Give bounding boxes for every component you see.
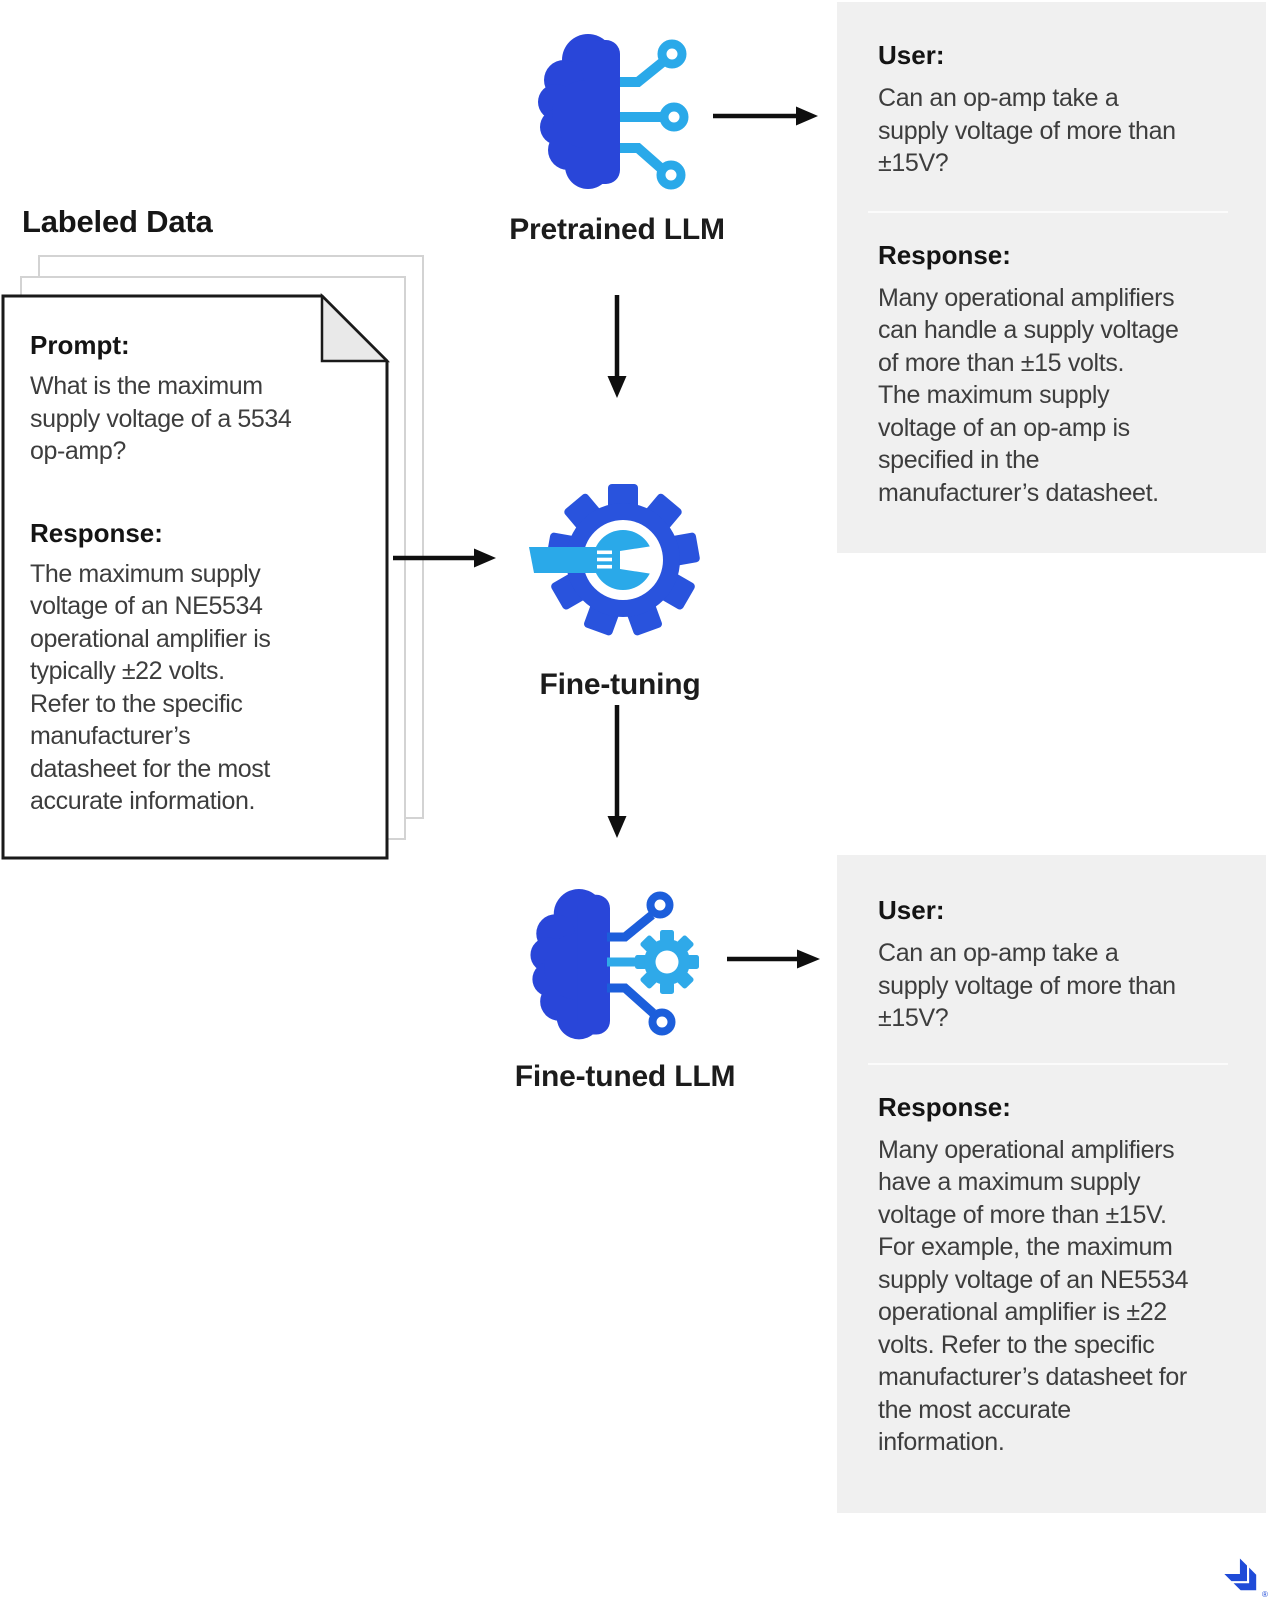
prompt-heading: Prompt:: [30, 330, 130, 360]
registered-mark: ®: [1262, 1590, 1268, 1599]
response-body: Many operational amplifiers can handle a…: [878, 283, 1179, 507]
brain-circuit-icon: [538, 34, 689, 190]
chat-box-pretrained: User: Can an op-amp take a supply voltag…: [837, 2, 1266, 553]
arrow-pretrained-to-chat: [713, 106, 818, 126]
response-body: Many operational amplifiers have a maxim…: [878, 1135, 1189, 1457]
arrow-finetuned-to-chat: [727, 949, 820, 969]
arrow-finetuning-to-finetuned: [607, 705, 627, 838]
wrench-handle: [529, 547, 601, 573]
response-body: The maximum supply voltage of an NE5534 …: [30, 559, 271, 816]
brain-circuit-gear-icon: [530, 888, 699, 1040]
chat-box-finetuned: User: Can an op-amp take a supply voltag…: [837, 855, 1266, 1513]
chat-divider: [868, 1062, 1228, 1065]
fine-tuned-llm-label: Fine-tuned LLM: [514, 1060, 736, 1093]
user-heading: User:: [878, 895, 945, 925]
response-heading: Response:: [30, 517, 163, 548]
gear-wrench-icon: [529, 484, 700, 636]
toptal-logo: ®: [1224, 1558, 1268, 1599]
chat-divider: [868, 210, 1228, 213]
circuit-nodes: [656, 39, 689, 190]
pretrained-llm-label: Pretrained LLM: [509, 213, 725, 246]
small-gear-hole: [655, 950, 679, 974]
response-heading: Response:: [878, 1091, 1011, 1122]
circuit-nodes: [646, 891, 676, 1036]
arrow-data-to-finetuning: [393, 548, 496, 568]
circuit-traces: [607, 911, 656, 1017]
labeled-data-title: Labeled Data: [22, 204, 213, 239]
brain-glyph: [530, 888, 610, 1040]
wrench-grip-lines: [597, 550, 612, 569]
arrow-pretrained-to-finetuning: [607, 295, 627, 398]
brain-glyph: [538, 34, 620, 189]
flow-arrows: [393, 106, 820, 969]
page-front: [1, 294, 389, 860]
circuit-traces: [620, 57, 668, 174]
page-fold-corner: [320, 292, 391, 363]
response-heading: Response:: [878, 239, 1011, 270]
user-body: Can an op-amp take a supply voltage of m…: [878, 939, 1176, 1032]
user-heading: User:: [878, 40, 945, 70]
prompt-body: What is the maximum supply voltage of a …: [30, 372, 292, 465]
wrench-jaw-slot: [620, 545, 659, 575]
labeled-data-document-text: Prompt: What is the maximum supply volta…: [30, 328, 352, 818]
document-stack-icon: [1, 255, 424, 860]
user-body: Can an op-amp take a supply voltage of m…: [878, 84, 1176, 177]
fine-tuning-label: Fine-tuning: [539, 668, 701, 701]
